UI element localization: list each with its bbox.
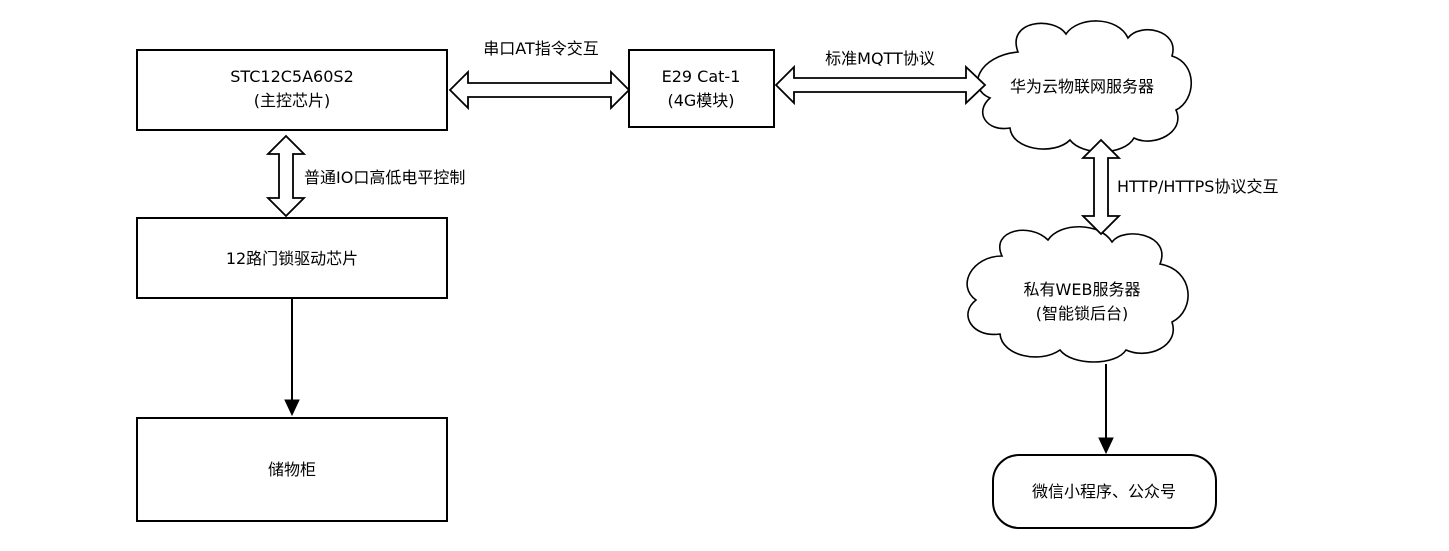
edge-mcu-driver-label: 普通IO口高低电平控制 [304,168,465,187]
edge-driver-cabinet [284,298,300,417]
edge-lte-cloud: 标准MQTT协议 [774,49,987,106]
edge-mcu-lte: 串口AT指令交互 [448,39,631,111]
cabinet-label: 储物柜 [268,460,316,479]
web-server-title: 私有WEB服务器 [1024,280,1141,299]
mcu-node: STC12C5A60S2 (主控芯片) [136,49,448,131]
lte-module-node: E29 Cat-1 (4G模块) [628,49,775,128]
edge-web-wechat [1098,364,1114,455]
double-arrow-icon [1080,138,1122,236]
web-server-node: 私有WEB服务器 (智能锁后台) [966,225,1189,363]
edge-lte-cloud-label: 标准MQTT协议 [825,49,935,68]
mcu-node-title: STC12C5A60S2 [230,67,354,86]
web-server-subtitle: (智能锁后台) [1036,304,1129,323]
double-arrow-icon [448,69,631,111]
cloud-shape [966,225,1189,363]
lock-driver-label: 12路门锁驱动芯片 [226,249,358,268]
huawei-cloud-label: 华为云物联网服务器 [1010,77,1154,96]
edge-cloud-web: HTTP/HTTPS协议交互 [1080,138,1278,236]
lte-module-title: E29 Cat-1 [662,67,741,86]
wechat-node: 微信小程序、公众号 [992,454,1217,529]
wechat-label: 微信小程序、公众号 [1032,482,1176,501]
huawei-cloud-node: 华为云物联网服务器 [976,20,1193,153]
double-arrow-icon [265,134,307,218]
mcu-node-subtitle: (主控芯片) [254,91,331,110]
cabinet-node: 储物柜 [136,417,448,522]
edge-mcu-driver: 普通IO口高低电平控制 [265,134,465,218]
arrowhead-down-icon [1098,437,1114,455]
cloud-shape [976,20,1193,153]
double-arrow-icon [774,64,987,106]
lock-driver-node: 12路门锁驱动芯片 [136,217,448,299]
arrowhead-down-icon [284,399,300,417]
lte-module-subtitle: (4G模块) [667,91,734,110]
edge-mcu-lte-label: 串口AT指令交互 [483,39,598,58]
edge-cloud-web-label: HTTP/HTTPS协议交互 [1117,177,1278,196]
